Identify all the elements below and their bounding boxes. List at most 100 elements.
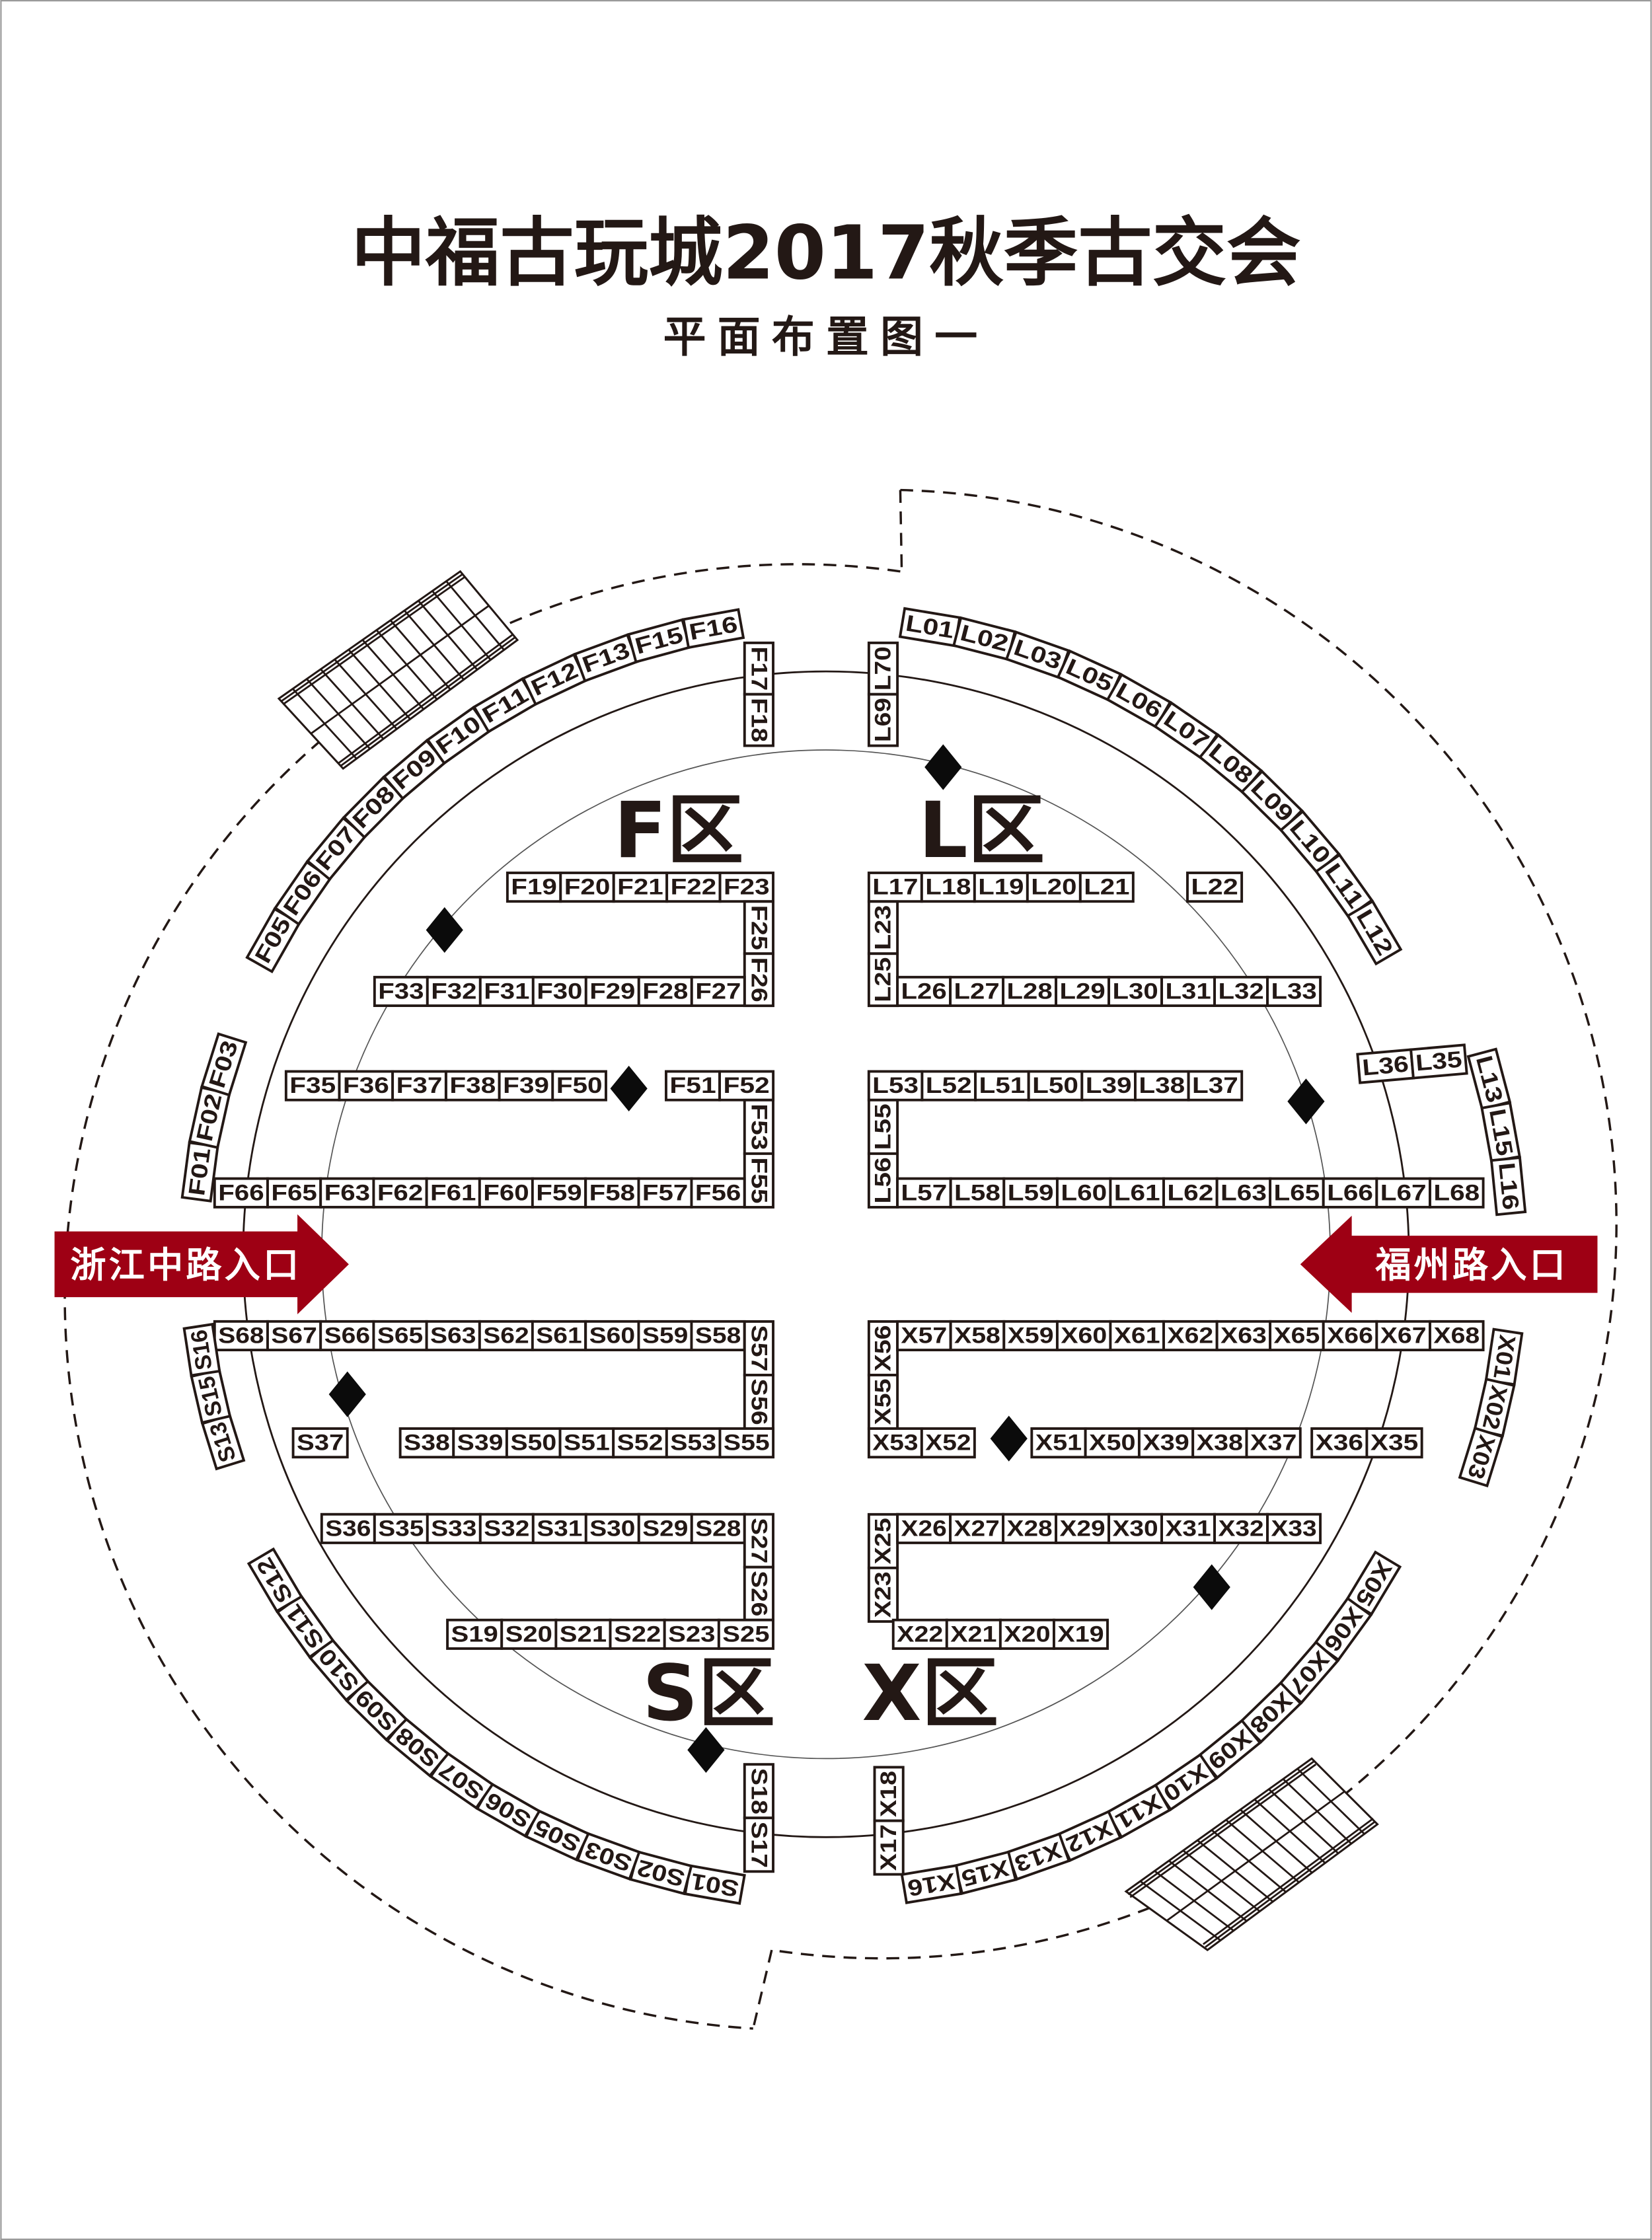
booth-l32[interactable]: L32 bbox=[1213, 975, 1269, 1007]
booth-x51[interactable]: X51 bbox=[1030, 1427, 1087, 1459]
booth-s59[interactable]: S59 bbox=[637, 1320, 693, 1352]
booth-s18[interactable]: S18 bbox=[743, 1763, 774, 1820]
booth-l12[interactable]: L12 bbox=[1346, 899, 1403, 966]
booth-x13[interactable]: X13 bbox=[1006, 1832, 1071, 1881]
booth-f29[interactable]: F29 bbox=[584, 975, 640, 1007]
booth-x39[interactable]: X39 bbox=[1137, 1427, 1195, 1459]
booth-x28[interactable]: X28 bbox=[1002, 1512, 1058, 1544]
booth-l03[interactable]: L03 bbox=[1004, 630, 1070, 679]
booth-s19[interactable]: S19 bbox=[446, 1618, 504, 1650]
booth-f12[interactable]: F12 bbox=[521, 653, 588, 706]
booth-l17[interactable]: L17 bbox=[867, 872, 923, 903]
booth-x55[interactable]: X55 bbox=[867, 1374, 899, 1431]
booth-s60[interactable]: S60 bbox=[584, 1320, 640, 1352]
booth-x62[interactable]: X62 bbox=[1162, 1320, 1219, 1352]
booth-x60[interactable]: X60 bbox=[1056, 1320, 1112, 1352]
booth-l27[interactable]: L27 bbox=[949, 975, 1005, 1007]
booth-l51[interactable]: L51 bbox=[974, 1070, 1030, 1101]
booth-f39[interactable]: F39 bbox=[498, 1070, 554, 1101]
booth-f65[interactable]: F65 bbox=[266, 1177, 322, 1209]
booth-s25[interactable]: S25 bbox=[717, 1618, 774, 1650]
booth-s57[interactable]: S57 bbox=[743, 1320, 774, 1376]
booth-x68[interactable]: X68 bbox=[1429, 1320, 1485, 1352]
booth-x61[interactable]: X61 bbox=[1109, 1320, 1165, 1352]
booth-s22[interactable]: S22 bbox=[609, 1618, 666, 1650]
booth-f50[interactable]: F50 bbox=[551, 1070, 607, 1101]
booth-s36[interactable]: S36 bbox=[320, 1512, 376, 1544]
booth-x29[interactable]: X29 bbox=[1055, 1512, 1111, 1544]
booth-f55[interactable]: F55 bbox=[743, 1152, 774, 1209]
booth-l67[interactable]: L67 bbox=[1375, 1177, 1431, 1209]
booth-x56[interactable]: X56 bbox=[867, 1320, 899, 1376]
booth-s56[interactable]: S56 bbox=[743, 1374, 774, 1431]
booth-f57[interactable]: F57 bbox=[637, 1177, 693, 1209]
booth-s08[interactable]: S08 bbox=[385, 1717, 450, 1778]
booth-x36[interactable]: X36 bbox=[1310, 1427, 1369, 1459]
booth-f53[interactable]: F53 bbox=[743, 1098, 774, 1155]
booth-x57[interactable]: X57 bbox=[896, 1320, 952, 1352]
booth-f36[interactable]: F36 bbox=[338, 1070, 394, 1101]
booth-l52[interactable]: L52 bbox=[920, 1070, 977, 1101]
booth-s66[interactable]: S66 bbox=[319, 1320, 375, 1352]
booth-l30[interactable]: L30 bbox=[1108, 975, 1164, 1007]
booth-x21[interactable]: X21 bbox=[945, 1618, 1002, 1650]
booth-x25[interactable]: X25 bbox=[867, 1512, 899, 1569]
booth-l63[interactable]: L63 bbox=[1215, 1177, 1272, 1209]
booth-f59[interactable]: F59 bbox=[531, 1177, 587, 1209]
booth-l15[interactable]: L15 bbox=[1480, 1101, 1521, 1164]
booth-l70[interactable]: L70 bbox=[867, 641, 899, 696]
booth-l55[interactable]: L55 bbox=[867, 1098, 899, 1155]
booth-l31[interactable]: L31 bbox=[1160, 975, 1217, 1007]
booth-s30[interactable]: S30 bbox=[584, 1512, 640, 1544]
booth-l36[interactable]: L36 bbox=[1356, 1048, 1415, 1084]
booth-x31[interactable]: X31 bbox=[1160, 1512, 1217, 1544]
booth-l56[interactable]: L56 bbox=[867, 1152, 899, 1209]
booth-f30[interactable]: F30 bbox=[531, 975, 587, 1007]
booth-l38[interactable]: L38 bbox=[1134, 1070, 1190, 1101]
booth-f63[interactable]: F63 bbox=[319, 1177, 375, 1209]
booth-f09[interactable]: F09 bbox=[382, 739, 447, 801]
booth-x03[interactable]: X03 bbox=[1458, 1426, 1504, 1488]
booth-s38[interactable]: S38 bbox=[398, 1427, 455, 1459]
booth-f02[interactable]: F02 bbox=[188, 1086, 231, 1150]
booth-s15[interactable]: S15 bbox=[190, 1368, 232, 1425]
entrance-east[interactable]: 福州路入口 bbox=[1300, 1215, 1598, 1313]
booth-x53[interactable]: X53 bbox=[867, 1427, 923, 1459]
booth-s37[interactable]: S37 bbox=[291, 1427, 349, 1459]
booth-s01[interactable]: S01 bbox=[683, 1864, 746, 1905]
booth-l29[interactable]: L29 bbox=[1055, 975, 1111, 1007]
booth-l68[interactable]: L68 bbox=[1429, 1177, 1485, 1209]
booth-s23[interactable]: S23 bbox=[663, 1618, 720, 1650]
booth-f22[interactable]: F22 bbox=[665, 872, 722, 903]
booth-s61[interactable]: S61 bbox=[531, 1320, 587, 1352]
booth-l19[interactable]: L19 bbox=[973, 872, 1029, 903]
booth-s03[interactable]: S03 bbox=[576, 1832, 641, 1881]
booth-l66[interactable]: L66 bbox=[1322, 1177, 1378, 1209]
booth-s55[interactable]: S55 bbox=[718, 1427, 775, 1459]
booth-x27[interactable]: X27 bbox=[949, 1512, 1005, 1544]
entrance-west[interactable]: 浙江中路入口 bbox=[54, 1214, 349, 1315]
booth-f16[interactable]: F16 bbox=[682, 608, 745, 650]
booth-f28[interactable]: F28 bbox=[637, 975, 693, 1007]
booth-x58[interactable]: X58 bbox=[949, 1320, 1006, 1352]
booth-l25[interactable]: L25 bbox=[867, 952, 899, 1008]
booth-s16[interactable]: S16 bbox=[182, 1322, 221, 1377]
booth-s52[interactable]: S52 bbox=[612, 1427, 668, 1459]
booth-s32[interactable]: S32 bbox=[478, 1512, 535, 1544]
booth-x35[interactable]: X35 bbox=[1365, 1427, 1423, 1459]
booth-l20[interactable]: L20 bbox=[1026, 872, 1082, 903]
booth-l59[interactable]: L59 bbox=[1002, 1177, 1059, 1209]
booth-x01[interactable]: X01 bbox=[1484, 1327, 1524, 1386]
booth-l60[interactable]: L60 bbox=[1056, 1177, 1112, 1209]
booth-s58[interactable]: S58 bbox=[690, 1320, 746, 1352]
booth-f32[interactable]: F32 bbox=[426, 975, 482, 1007]
booth-f10[interactable]: F10 bbox=[426, 706, 492, 765]
booth-l69[interactable]: L69 bbox=[867, 692, 899, 747]
booth-s67[interactable]: S67 bbox=[266, 1320, 322, 1352]
booth-l22[interactable]: L22 bbox=[1186, 872, 1244, 903]
booth-f33[interactable]: F33 bbox=[373, 975, 429, 1007]
booth-l13[interactable]: L13 bbox=[1466, 1047, 1512, 1111]
booth-s50[interactable]: S50 bbox=[505, 1427, 562, 1459]
booth-f23[interactable]: F23 bbox=[718, 872, 774, 903]
booth-s68[interactable]: S68 bbox=[213, 1320, 269, 1352]
